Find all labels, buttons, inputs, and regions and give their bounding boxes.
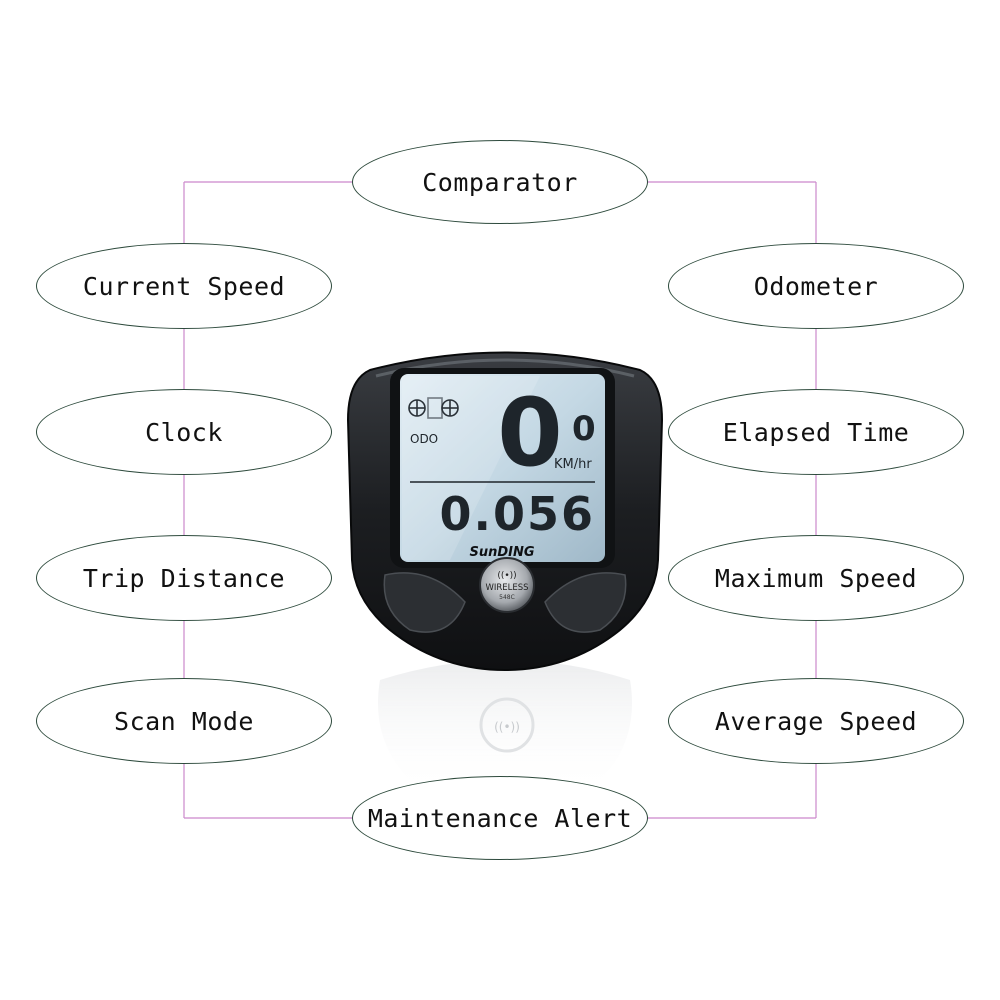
feature-label: Maintenance Alert	[367, 803, 633, 833]
feature-odometer: Odometer	[668, 243, 964, 329]
mode-button[interactable]	[479, 557, 535, 613]
device-reflection: ((•))	[378, 660, 632, 795]
feature-trip-distance: Trip Distance	[36, 535, 332, 621]
mode-label: ODO	[410, 432, 438, 446]
wireless-icon: ((•))	[497, 571, 516, 581]
bike-computer-device: ((•)) ODO 0 0 KM/hr 0.056 SunDING ((•)) …	[346, 351, 664, 795]
right-grip	[544, 572, 627, 633]
svg-text:((•)): ((•))	[494, 720, 520, 734]
model-label: 548C	[499, 594, 515, 601]
feature-label: Comparator	[422, 167, 578, 197]
feature-scan-mode: Scan Mode	[36, 678, 332, 764]
feature-label: Average Speed	[714, 706, 918, 736]
feature-label: Trip Distance	[82, 563, 286, 593]
feature-label: Current Speed	[82, 271, 286, 301]
button-label: WIRELESS	[485, 583, 528, 593]
speed-unit: KM/hr	[554, 457, 592, 472]
feature-current-speed: Current Speed	[36, 243, 332, 329]
feature-comparator: Comparator	[352, 140, 648, 224]
brand-logo: SunDING	[469, 545, 534, 560]
speed-decimal: 0	[572, 409, 596, 449]
feature-maintenance-alert: Maintenance Alert	[352, 776, 648, 860]
wheel-icon	[408, 397, 459, 419]
feature-clock: Clock	[36, 389, 332, 475]
feature-average-speed: Average Speed	[668, 678, 964, 764]
feature-label: Clock	[145, 417, 223, 447]
distance-readout: 0.056	[439, 487, 595, 541]
feature-elapsed-time: Elapsed Time	[668, 389, 964, 475]
feature-label: Elapsed Time	[722, 417, 910, 447]
lcd-screen	[400, 374, 605, 562]
left-grip	[383, 572, 466, 633]
feature-maximum-speed: Maximum Speed	[668, 535, 964, 621]
feature-label: Scan Mode	[114, 706, 254, 736]
speed-main: 0	[497, 379, 562, 488]
feature-label: Odometer	[753, 271, 879, 301]
feature-label: Maximum Speed	[714, 563, 918, 593]
